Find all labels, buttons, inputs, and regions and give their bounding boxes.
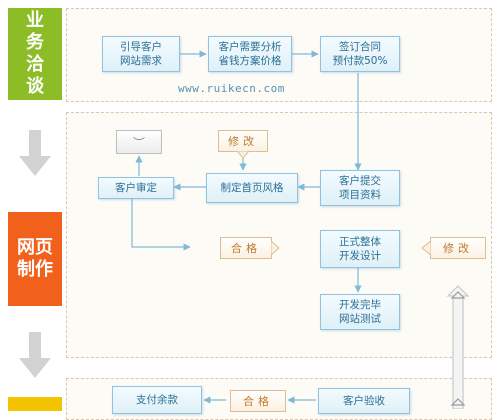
pass-middle-leftpointer-icon xyxy=(211,241,220,255)
stage-label-webdev-text: 网页制作 xyxy=(17,237,53,280)
node-pay-balance: 支付余款 xyxy=(112,386,202,414)
node-analysis: 客户需要分析 省钱方案价格 xyxy=(208,36,292,72)
stage-label-maintain xyxy=(8,397,62,411)
node-homepage-style: 制定首页风格 xyxy=(206,173,298,203)
stage-label-webdev: 网页制作 xyxy=(8,212,62,306)
tag-pass-middle: 合格 xyxy=(220,237,272,259)
tag-modify-right: 修改 xyxy=(430,237,486,259)
stage-down-arrow-1 xyxy=(19,130,51,176)
modify-top-pointer-icon xyxy=(237,151,249,159)
pass-middle-pointer-icon xyxy=(271,241,280,255)
tag-modify-top: 修改 xyxy=(218,130,268,152)
node-formal-design: 正式整体 开发设计 xyxy=(320,230,400,268)
tag-pass-bottom: 合格 xyxy=(230,390,286,412)
reject-face-box: ︶ xyxy=(116,130,162,154)
node-customer-accept: 客户验收 xyxy=(318,388,410,414)
node-customer-review: 客户审定 xyxy=(98,177,174,199)
node-guide-customer: 引导客户 网站需求 xyxy=(102,36,180,72)
node-submit-materials: 客户提交 项目资料 xyxy=(320,170,400,206)
stage-label-business: 业务洽谈 xyxy=(8,8,62,100)
stage-label-business-text: 业务洽谈 xyxy=(26,10,44,97)
reject-face-icon: ︶ xyxy=(132,135,145,150)
stage-down-arrow-2 xyxy=(19,332,51,378)
modify-right-pointer-icon xyxy=(421,241,431,255)
watermark-url: www.ruikecn.com xyxy=(178,82,285,95)
flow-connectors xyxy=(131,50,470,409)
node-contract: 签订合同 预付款50% xyxy=(320,36,400,72)
node-dev-done: 开发完毕 网站测试 xyxy=(320,294,400,330)
